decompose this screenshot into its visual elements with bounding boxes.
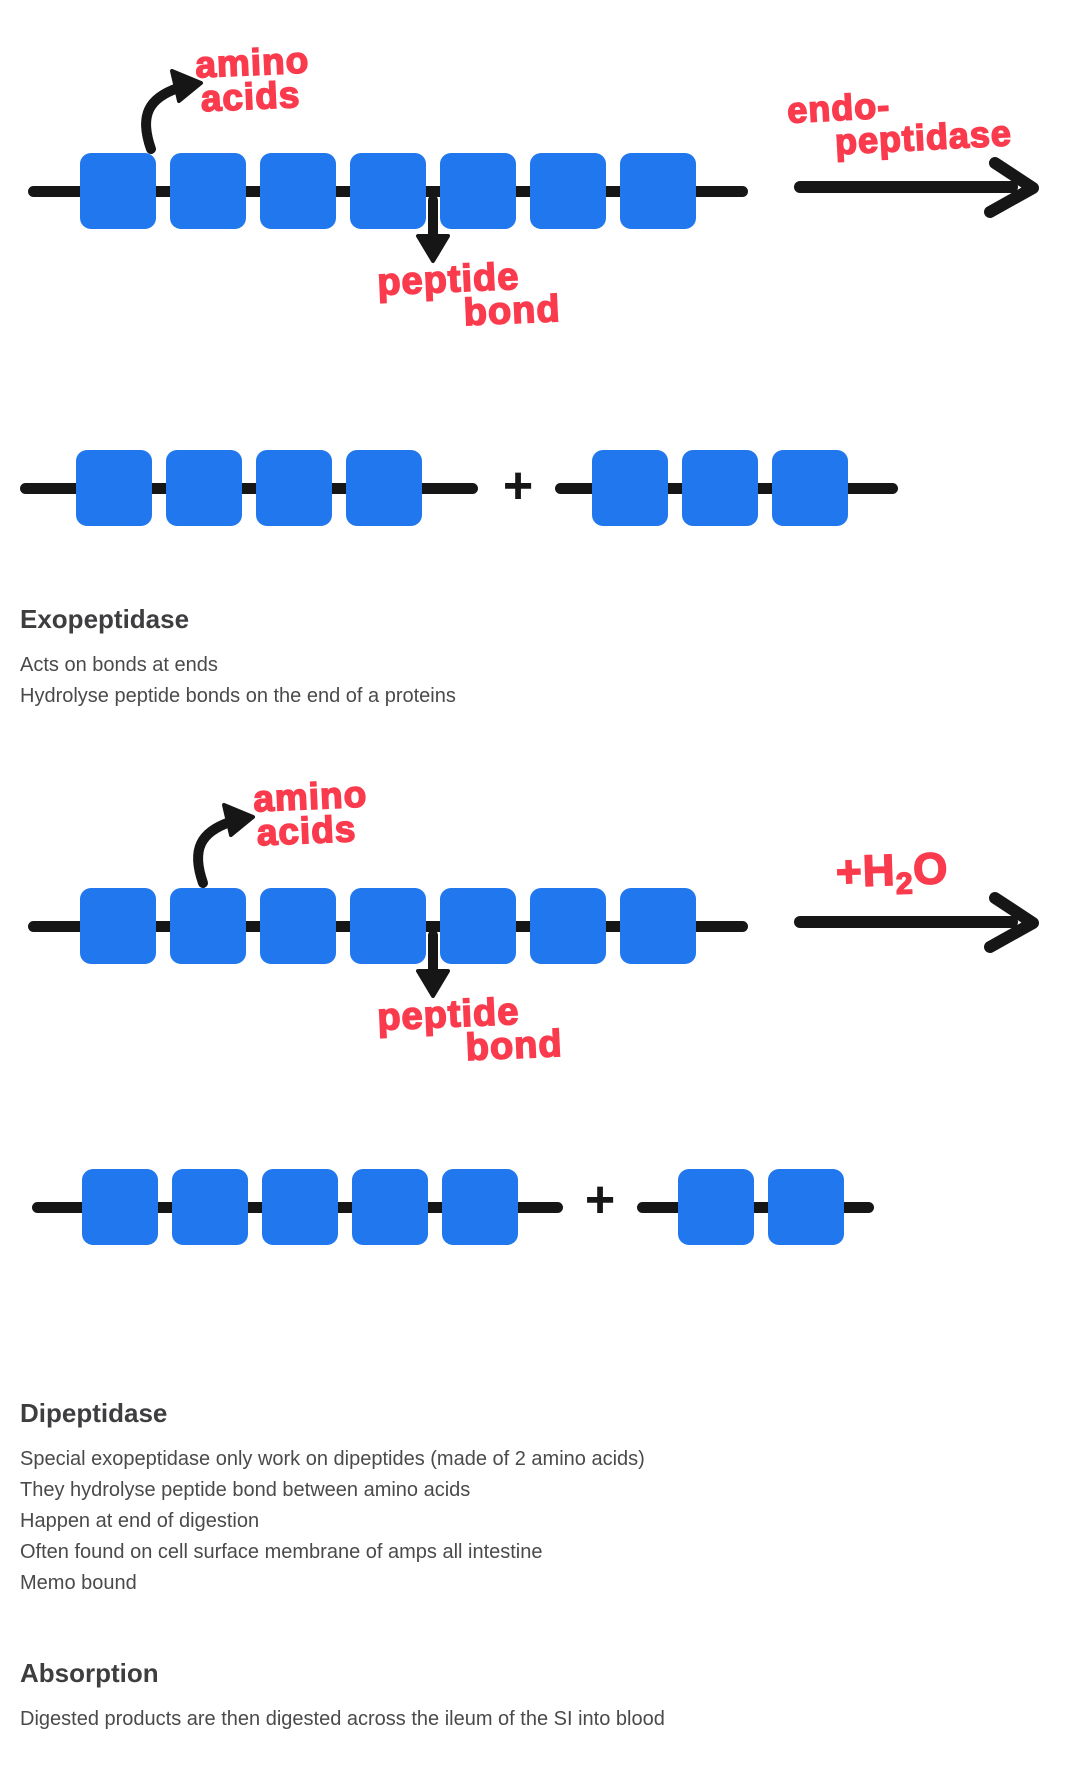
absorption-section: Absorption Digested products are then di… [20,1658,665,1735]
plus-sign: + [584,1171,616,1229]
amino-acid-square [678,1169,754,1245]
exopeptidase-line: Hydrolyse peptide bonds on the end of a … [20,685,456,707]
peptide-bond-label: peptide bond [376,255,563,335]
water-label-post: O [911,843,950,895]
amino-acid-square [530,888,606,964]
dipeptidase-line: Often found on cell surface membrane of … [20,1541,543,1563]
amino-acid-square [170,153,246,229]
polypeptide-chain-7 [28,888,748,964]
amino-acid-square [262,1169,338,1245]
amino-acid-square [530,153,606,229]
amino-acid-square [440,153,516,229]
amino-acid-square [352,1169,428,1245]
right-arrow-icon [794,892,1039,953]
water-label: +H2O [834,843,950,901]
peptide-bond-label-line2: bond [462,287,562,335]
water-label-pre: +H [834,845,897,898]
amino-acid-square [620,153,696,229]
exopeptidase-section: Exopeptidase Acts on bonds at ends Hydro… [20,604,456,712]
absorption-line: Digested products are then digested acro… [20,1708,665,1730]
amino-acid-square [768,1169,844,1245]
amino-acid-square [442,1169,518,1245]
amino-acids-label: amino acids [252,773,370,854]
amino-acid-square [346,450,422,526]
dipeptidase-line: They hydrolyse peptide bond between amin… [20,1479,471,1501]
right-arrow-icon [794,157,1039,218]
water-label-subscript: 2 [895,866,915,901]
peptide-bond-label: peptide bond [376,990,565,1070]
exopeptidase-heading: Exopeptidase [20,604,190,634]
amino-acid-square [256,450,332,526]
amino-acid-square [166,450,242,526]
dipeptidase-line: Memo bound [20,1572,137,1594]
amino-acids-label-line2: acids [199,73,302,120]
amino-acid-square [260,153,336,229]
amino-acid-square [260,888,336,964]
dipeptidase-line: Happen at end of digestion [20,1510,260,1532]
dipeptidase-line: Special exopeptidase only work on dipept… [20,1448,645,1470]
curved-arrow-icon [141,69,203,154]
amino-acid-square [172,1169,248,1245]
amino-acid-square [80,888,156,964]
fragment-chain-3 [555,450,898,526]
curved-arrow-icon [193,803,255,888]
endopeptidase-label-line2: peptidase [833,111,1014,163]
amino-acid-square [76,450,152,526]
amino-acid-square [440,888,516,964]
amino-acids-label-line2: acids [255,807,358,854]
fragment-chain-5 [32,1169,563,1245]
endopeptidase-label: endo- peptidase [785,82,1014,163]
fragment-chain-4 [20,450,478,526]
amino-acid-square [170,888,246,964]
amino-acid-square [80,153,156,229]
polypeptide-chain-7 [28,153,748,229]
exopeptidase-line: Acts on bonds at ends [20,654,218,676]
dipeptidase-section: Dipeptidase Special exopeptidase only wo… [20,1398,645,1599]
dipeptidase-heading: Dipeptidase [20,1398,168,1428]
amino-acid-square [592,450,668,526]
amino-acid-square [620,888,696,964]
amino-acid-square [682,450,758,526]
peptide-bond-label-line2: bond [464,1022,564,1070]
amino-acid-square [350,153,426,229]
amino-acid-square [772,450,848,526]
plus-sign: + [502,457,534,515]
amino-acid-square [350,888,426,964]
amino-acid-square [82,1169,158,1245]
fragment-chain-2 [637,1169,874,1245]
absorption-heading: Absorption [20,1658,159,1688]
amino-acids-label: amino acids [194,39,312,120]
